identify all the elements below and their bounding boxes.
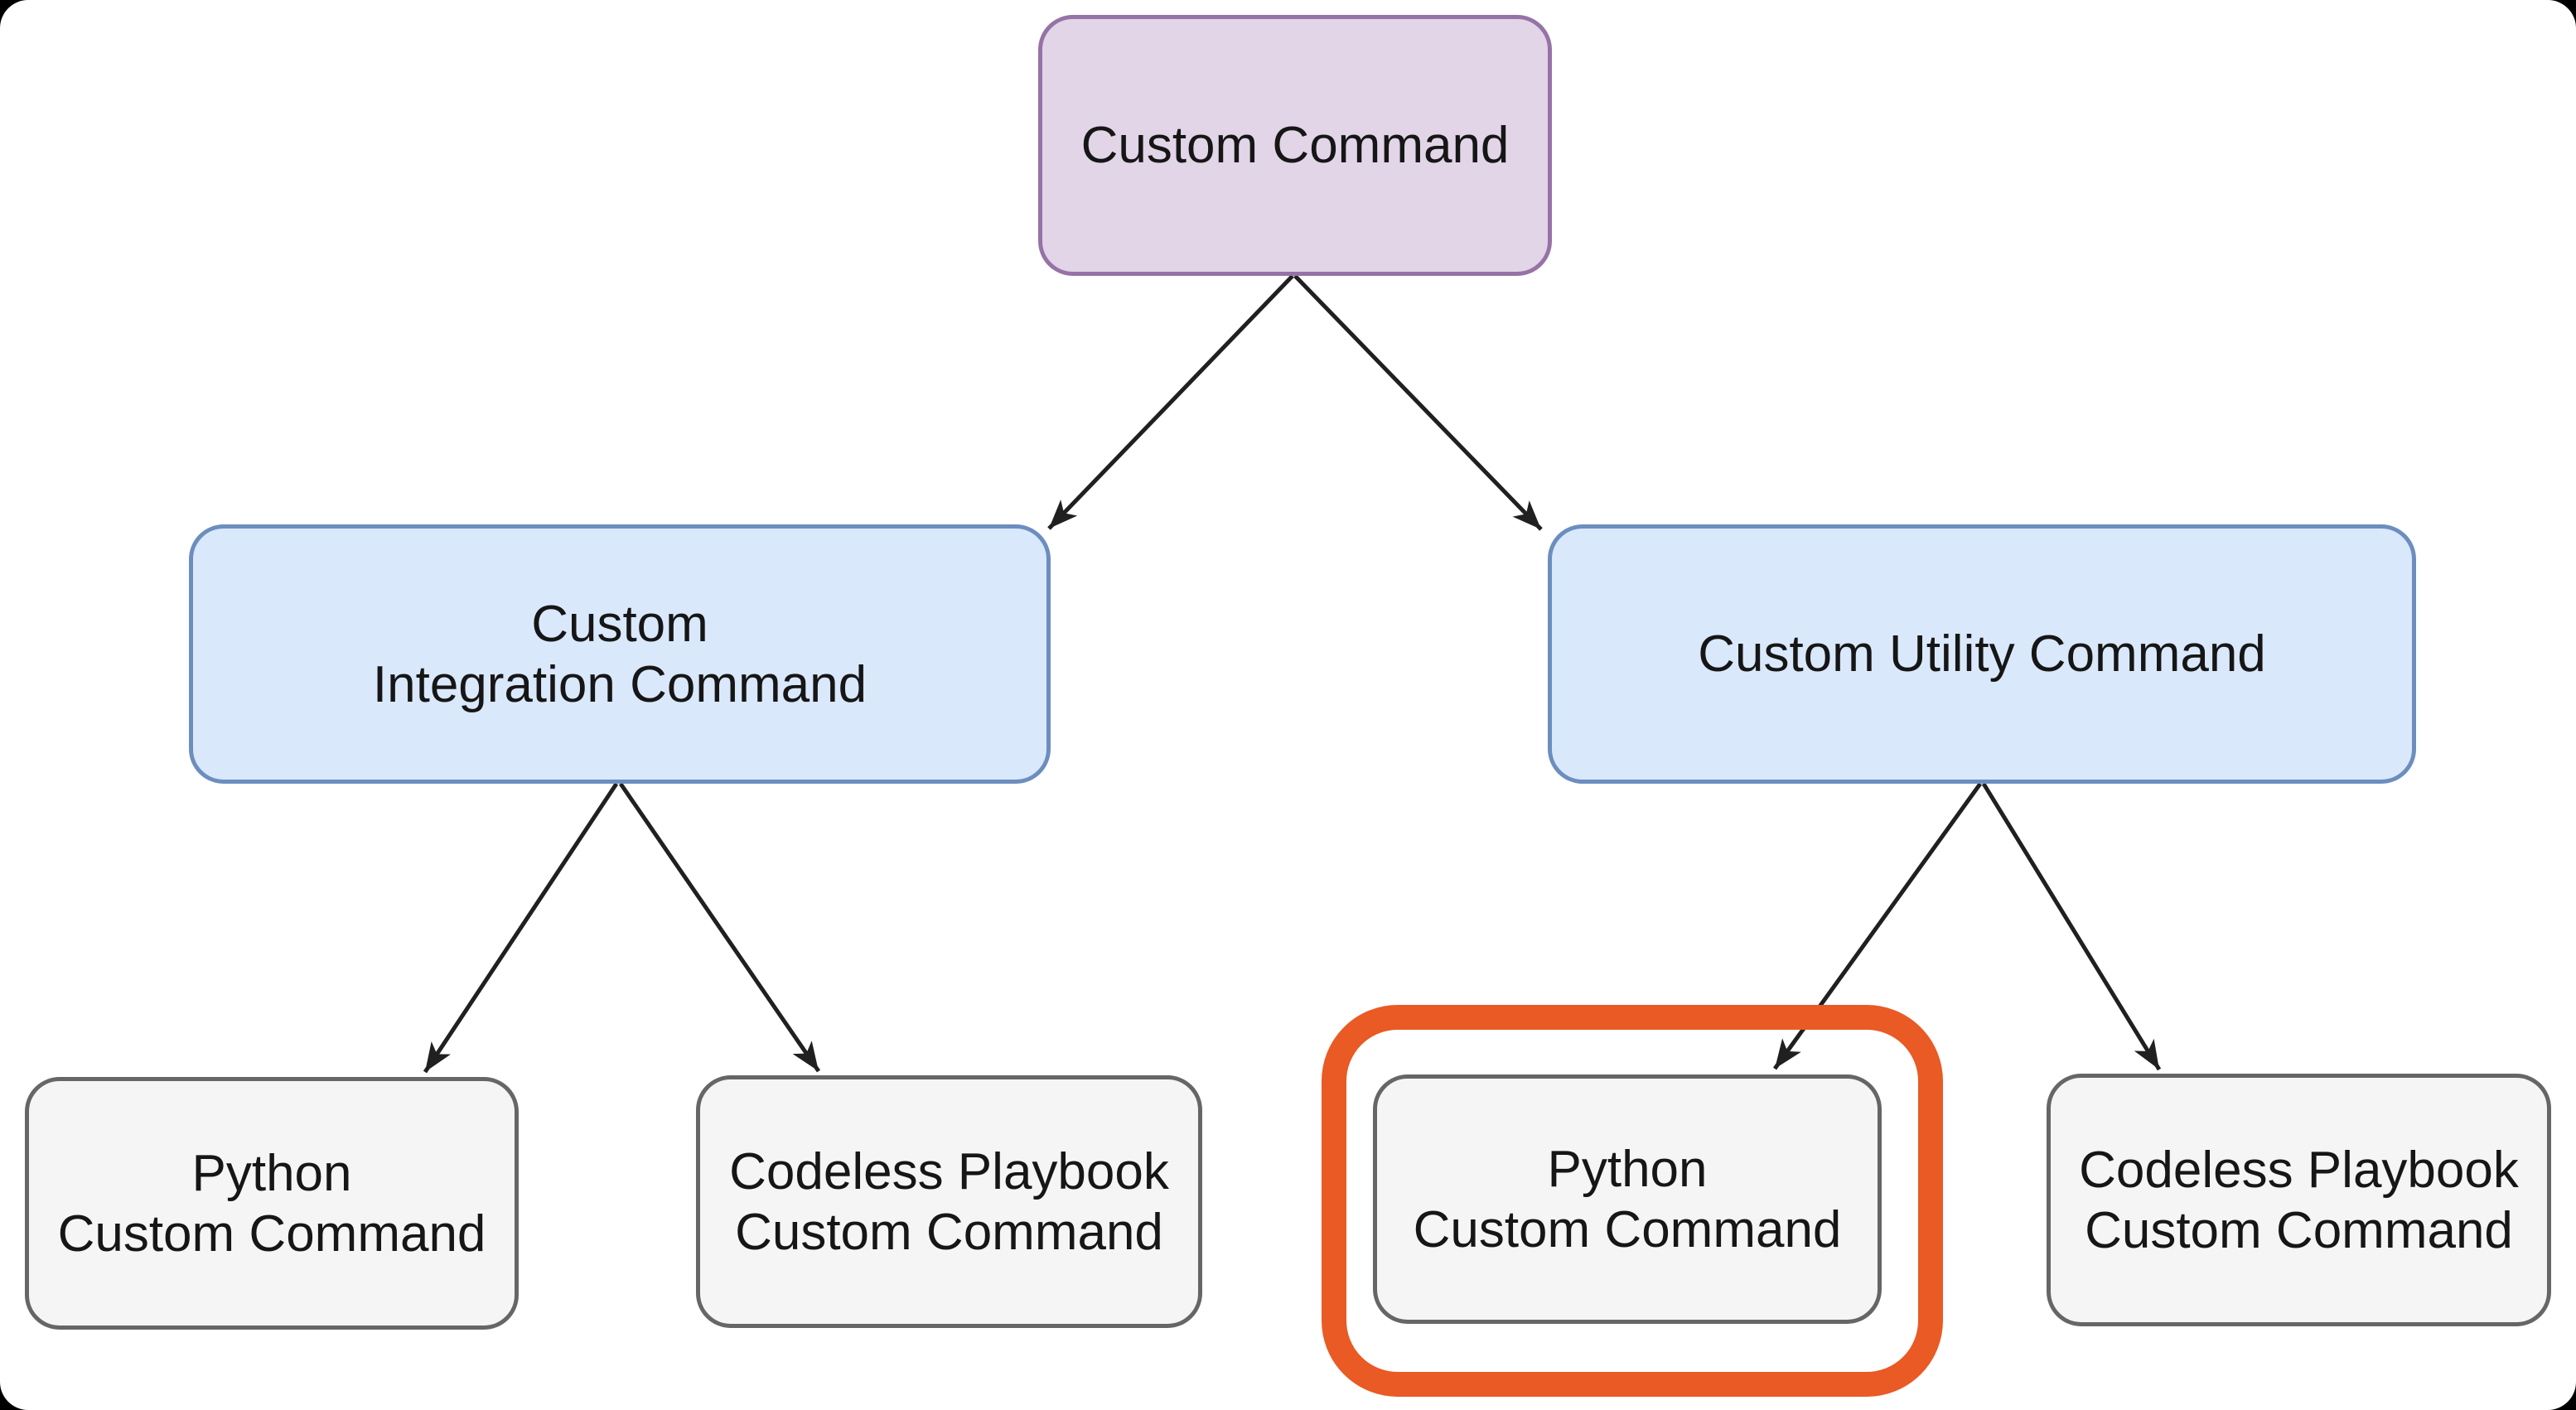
edge-utility-codeless [1981, 782, 2162, 1071]
node-label-line: Python [191, 1144, 352, 1202]
node-label-line: Custom Command [1080, 117, 1510, 174]
node-label-line: Custom Command [1413, 1200, 1842, 1258]
edge-root-integration [1047, 274, 1294, 530]
node-label-line: Custom Utility Command [1698, 625, 2266, 683]
node-label-line: Integration Command [372, 655, 868, 713]
node-label-line: Python [1547, 1140, 1708, 1198]
node-custom-utility-command: Custom Utility Command [1548, 524, 2416, 784]
node-label-line: Codeless Playbook [729, 1142, 1169, 1200]
edge-integration-codeless [618, 782, 821, 1073]
edge-integration-python [423, 782, 619, 1074]
node-label-line: Custom [531, 595, 708, 653]
edge-utility-python [1772, 782, 1983, 1070]
node-label-line: Custom Command [2085, 1201, 2513, 1259]
edge-root-utility [1293, 274, 1543, 531]
node-label-line: Codeless Playbook [2079, 1141, 2519, 1199]
node-custom-command: Custom Command [1038, 15, 1552, 276]
node-label-line: Custom Command [735, 1203, 1163, 1261]
node-label-line: Custom Command [57, 1205, 486, 1263]
